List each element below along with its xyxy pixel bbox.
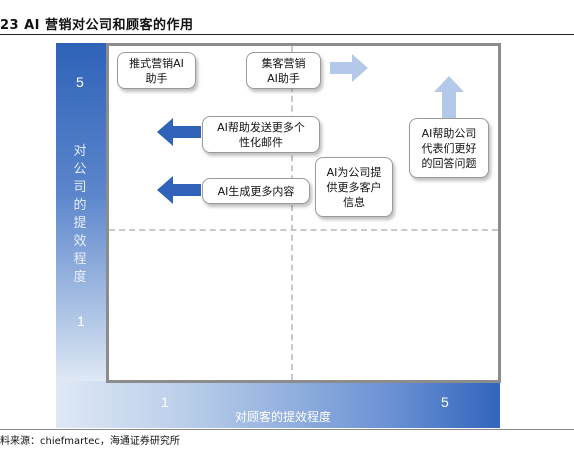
box-customer-info: AI为公司提供更多客户信息 bbox=[315, 157, 393, 217]
box-text-line: 信息 bbox=[343, 195, 365, 209]
y-axis-title-char: 对 bbox=[73, 144, 87, 159]
box-text-line: 供更多客户 bbox=[326, 180, 382, 194]
horizontal-divider bbox=[109, 229, 498, 231]
box-text-line: 性化邮件 bbox=[239, 135, 283, 149]
title-divider bbox=[0, 34, 574, 35]
x-axis-low-label: 1 bbox=[161, 394, 169, 410]
quadrant-plot-area bbox=[106, 43, 501, 383]
arrow-up-shape bbox=[434, 76, 464, 118]
box-text-line: AI生成更多内容 bbox=[217, 184, 295, 198]
y-axis-band bbox=[56, 43, 106, 381]
y-axis-title-char: 司 bbox=[73, 180, 87, 195]
box-text-line: 的回答问题 bbox=[421, 156, 477, 170]
arrow-right-icon bbox=[330, 54, 368, 82]
arrow-left-shape bbox=[157, 118, 201, 146]
x-axis-band bbox=[56, 381, 500, 428]
y-axis-title-char: 效 bbox=[73, 234, 87, 249]
x-axis-high-label: 5 bbox=[441, 394, 449, 410]
arrow-right-shape bbox=[330, 54, 368, 82]
arrow-up-icon bbox=[434, 76, 464, 118]
y-axis-title-char: 公 bbox=[73, 162, 87, 177]
box-text-line: 代表们更好 bbox=[421, 141, 477, 155]
vertical-divider bbox=[291, 46, 293, 380]
box-text-line: 集客营销 bbox=[261, 56, 306, 70]
box-text-line: AI帮助发送更多个 bbox=[217, 120, 305, 134]
box-reps-answer-questions: AI帮助公司代表们更好的回答问题 bbox=[409, 118, 489, 178]
footer-divider bbox=[0, 429, 574, 430]
box-text-line: AI为公司提 bbox=[326, 165, 382, 179]
box-text-line: 助手 bbox=[145, 71, 168, 85]
box-personalized-emails: AI帮助发送更多个性化邮件 bbox=[202, 116, 320, 153]
y-axis-high-label: 5 bbox=[76, 74, 84, 90]
box-text-line: AI助手 bbox=[267, 71, 300, 85]
figure-title: 23 AI 营销对公司和顾客的作用 bbox=[0, 18, 194, 33]
box-more-content: AI生成更多内容 bbox=[202, 178, 310, 204]
box-text-line: 推式营销AI bbox=[129, 56, 184, 70]
arrow-left-shape bbox=[157, 176, 201, 204]
y-axis-low-label: 1 bbox=[77, 313, 85, 329]
source-note: 料来源：chiefmartec，海通证券研究所 bbox=[0, 436, 180, 447]
x-axis-title: 对顾客的提效程度 bbox=[235, 410, 332, 424]
y-axis-title-char: 度 bbox=[73, 270, 87, 285]
box-text-line: AI帮助公司 bbox=[421, 126, 477, 140]
y-axis-title-char: 提 bbox=[73, 216, 87, 231]
arrow-left-icon bbox=[157, 118, 201, 146]
y-axis-title-char: 程 bbox=[73, 252, 87, 267]
arrow-left-icon bbox=[157, 176, 201, 204]
y-axis-title-char: 的 bbox=[73, 198, 87, 213]
y-axis-title: 对公司的提效程度 bbox=[70, 143, 90, 287]
